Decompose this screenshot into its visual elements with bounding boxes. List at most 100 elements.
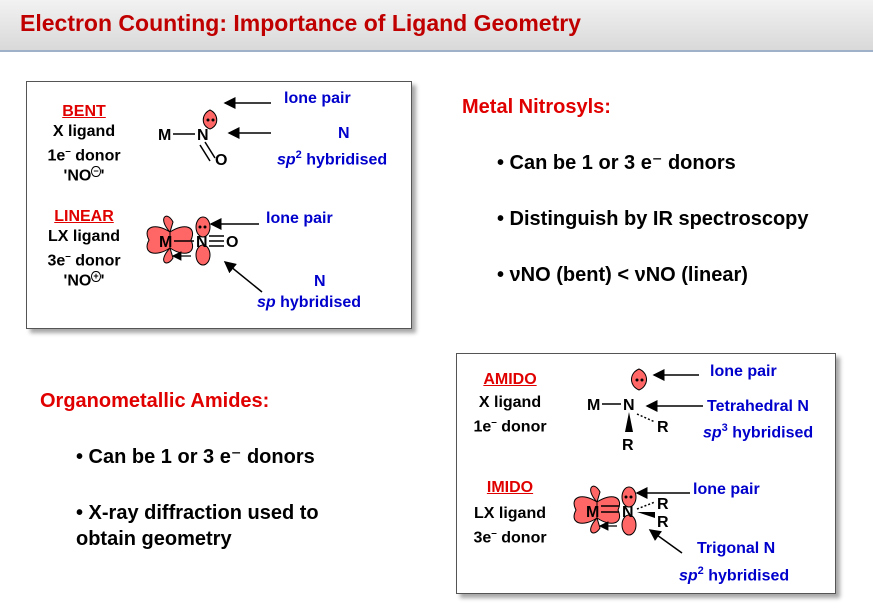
linear-hybrid-label: sp hybridised: [257, 294, 361, 312]
nitrosyl-structures: M N O M N O: [146, 97, 271, 293]
arrow-icon: [648, 529, 683, 554]
bent-hybrid-sp: sp: [277, 151, 296, 169]
amido-donor: 1e– donor: [465, 413, 555, 437]
bent-ligand-type: X ligand: [52, 123, 116, 140]
amido-metal-symbol: M: [587, 397, 600, 414]
amido-wedge-bond: [625, 412, 633, 432]
bent-n-symbol: N: [197, 127, 209, 144]
linear-ligand-type: LX ligand: [48, 228, 120, 245]
imido-hybrid-label: sp2 hybridised: [679, 565, 789, 585]
bent-lone-pair-orbital: [202, 109, 218, 130]
imido-geometry-label: Trigonal N: [697, 540, 776, 557]
linear-donor: 3e– donor: [39, 247, 129, 271]
electron-dot: [203, 225, 207, 229]
amido-heading: AMIDO: [483, 371, 537, 388]
imido-wedge-bond: [637, 512, 655, 518]
imido-lone-pair-label: lone pair: [693, 481, 760, 498]
amide-structures: M N R R M N R R: [573, 368, 703, 554]
metal-d-orbital-lobe: [590, 485, 601, 503]
amido-n-symbol: N: [623, 397, 635, 414]
bent-donor-sup: –: [65, 146, 71, 157]
linear-hybrid-rest: hybridised: [275, 294, 362, 311]
bent-no-label: 'NO−': [39, 166, 129, 186]
linear-no-text: 'NO: [63, 272, 92, 290]
bent-donor: 1e– donor: [39, 142, 129, 166]
linear-n-symbol: N: [196, 234, 208, 251]
linear-donor-e: 3e: [47, 252, 66, 270]
electron-dot: [635, 378, 639, 382]
nitrosyl-bullet-2: • Distinguish by IR spectroscopy: [497, 208, 809, 230]
n-p-orbital-bottom: [195, 244, 211, 266]
bent-lone-pair-label: lone pair: [284, 90, 351, 107]
bent-n-o-bond-2: [199, 144, 211, 162]
imido-ligand-type: LX ligand: [474, 505, 546, 522]
bent-heading: BENT: [62, 103, 106, 120]
linear-o-symbol: O: [226, 234, 238, 251]
electron-dot: [629, 495, 633, 499]
arrow-icon: [223, 261, 263, 293]
linear-heading: LINEAR: [54, 208, 114, 225]
bent-hybrid-sup: 2: [295, 149, 302, 161]
amido-label-block: AMIDO X ligand 1e– donor: [465, 370, 555, 437]
slide-title: Electron Counting: Importance of Ligand …: [20, 10, 581, 36]
linear-lone-pair-label: lone pair: [266, 210, 333, 227]
bent-o-symbol: O: [215, 152, 227, 169]
bent-donor-rest: donor: [70, 147, 121, 165]
amido-hybrid-sup: 3: [721, 422, 728, 434]
imido-donor-sup: –: [491, 528, 497, 539]
imido-r-symbol: R: [657, 496, 669, 513]
amido-donor-rest: donor: [496, 418, 547, 436]
amido-donor-sup: –: [491, 417, 497, 428]
electron-dot: [640, 378, 644, 382]
bent-n-o-bond: [204, 141, 216, 159]
imido-hybrid-sp: sp: [679, 567, 698, 585]
amides-bullet-2: • X-ray diffraction used to obtain geome…: [76, 500, 319, 552]
metal-d-orbital-lobe: [573, 496, 598, 524]
electron-dot: [198, 225, 202, 229]
amido-lone-pair-orbital: [631, 368, 647, 391]
imido-hybrid-rest: hybridised: [703, 567, 790, 585]
linear-donor-rest: donor: [70, 252, 121, 270]
amido-r-symbol-2: R: [622, 437, 634, 454]
electron-dot: [624, 495, 628, 499]
nitrosyl-bullet-3: • νNO (bent) < νNO (linear): [497, 264, 748, 286]
amides-bullet-1: • Can be 1 or 3 e⁻ donors: [76, 446, 315, 468]
plus-charge-icon: +: [91, 271, 101, 283]
bent-label-block: BENT X ligand 1e– donor 'NO−': [39, 102, 129, 187]
linear-hybrid-sp: sp: [257, 294, 276, 311]
amido-structure: M N R R: [587, 368, 703, 454]
electron-dot: [211, 118, 215, 122]
imido-donor-e: 3e: [473, 529, 492, 547]
linear-no-label: 'NO+': [39, 271, 129, 291]
amido-hash-bond: [636, 413, 656, 423]
amides-heading: Organometallic Amides:: [40, 390, 270, 412]
linear-label-block: LINEAR LX ligand 3e– donor 'NO+': [39, 207, 129, 292]
amido-hybrid-label: sp3 hybridised: [703, 422, 813, 442]
imido-n-symbol: N: [622, 504, 634, 521]
amido-lone-pair-label: lone pair: [710, 363, 777, 380]
amido-hybrid-sp: sp: [703, 424, 722, 442]
minus-charge-icon: −: [91, 166, 101, 178]
metal-nitrosyls-heading: Metal Nitrosyls:: [462, 96, 611, 118]
imido-hash-bond: [636, 501, 656, 510]
bent-hybrid-label: sp2 hybridised: [277, 149, 387, 169]
nitrosyl-bullet-1: • Can be 1 or 3 e⁻ donors: [497, 152, 736, 174]
amido-r-symbol: R: [657, 419, 669, 436]
imido-r-symbol-2: R: [657, 514, 669, 531]
bent-n-label: N: [338, 125, 350, 142]
linear-n-label: N: [314, 273, 326, 290]
imido-label-block: IMIDO LX ligand 3e– donor: [465, 478, 555, 548]
metal-d-orbital-lobe: [596, 496, 620, 524]
bent-nitrosyl-structure: M N O: [158, 97, 271, 169]
metal-d-orbital-lobe: [146, 226, 171, 254]
linear-nitrosyl-structure: M N O: [146, 215, 263, 293]
bent-metal-symbol: M: [158, 127, 171, 144]
n-p-orbital-bottom: [621, 514, 637, 536]
linear-donor-sup: –: [65, 251, 71, 262]
imido-donor: 3e– donor: [465, 524, 555, 548]
amides-bullet-2-line2: obtain geometry: [76, 528, 232, 550]
metal-d-orbital-lobe: [163, 215, 174, 233]
slide-header: Electron Counting: Importance of Ligand …: [0, 0, 873, 52]
bent-hybrid-rest: hybridised: [301, 151, 388, 169]
amido-donor-e: 1e: [473, 418, 492, 436]
